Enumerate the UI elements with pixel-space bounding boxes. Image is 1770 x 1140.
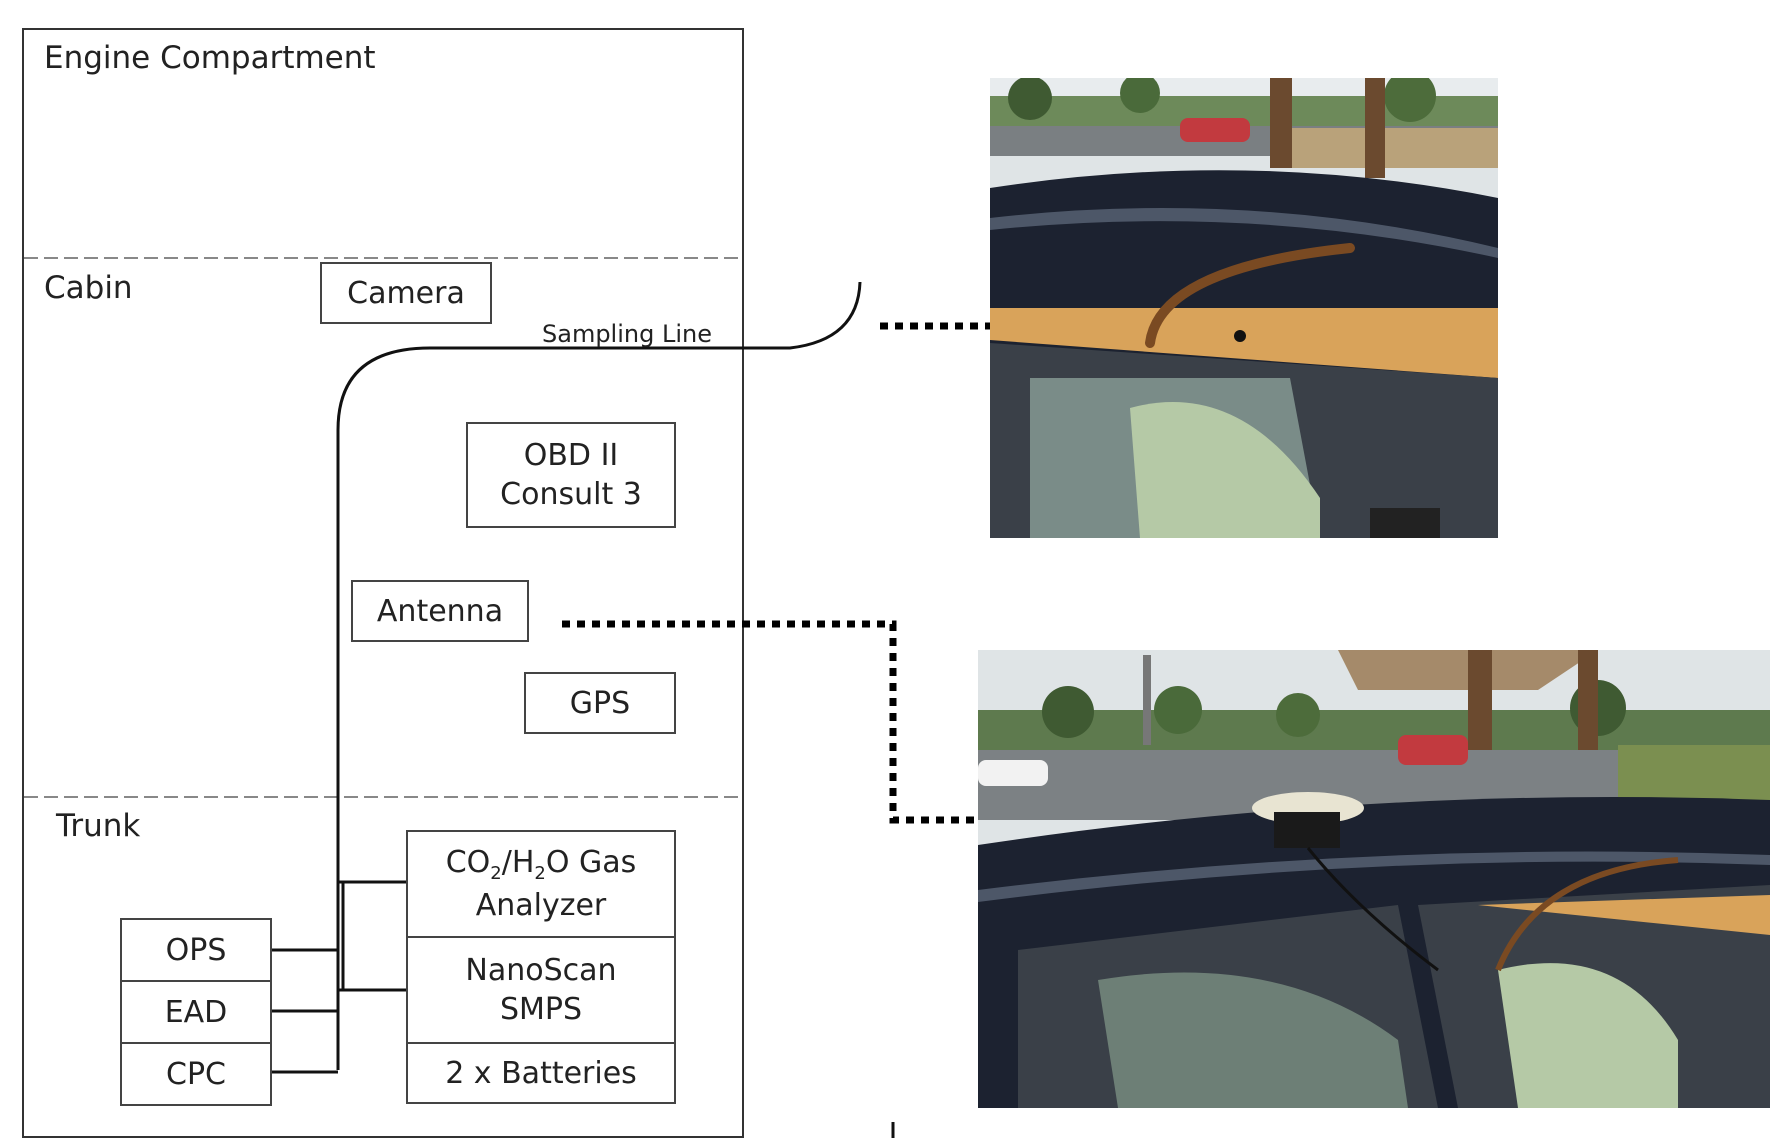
nanoscan-label-line1: NanoScan [465, 953, 617, 988]
sampling-line-label: Sampling Line [542, 320, 712, 348]
batteries-box: 2 x Batteries [406, 1042, 676, 1104]
cpc-box: CPC [120, 1042, 272, 1106]
obd-box: OBD II Consult 3 [466, 422, 676, 528]
gps-box: GPS [524, 672, 676, 734]
gas-analyzer-label-line1: CO2/H2O Gas [445, 845, 637, 885]
cpc-label: CPC [166, 1056, 226, 1092]
sampling-line [336, 281, 862, 1070]
camera-box: Camera [320, 262, 492, 324]
ead-box: EAD [120, 980, 272, 1044]
gps-label: GPS [569, 685, 631, 721]
antenna-dotted-arrow [562, 620, 1210, 824]
nanoscan-box: NanoScan SMPS [406, 936, 676, 1044]
ops-label: OPS [165, 932, 227, 968]
ead-label: EAD [164, 994, 228, 1030]
nanoscan-label-line2: SMPS [499, 992, 583, 1027]
ops-box: OPS [120, 918, 272, 982]
antenna-photo [978, 650, 1770, 1108]
antenna-label: Antenna [376, 593, 504, 629]
trunk-label: Trunk [56, 808, 141, 844]
gas-analyzer-box: CO2/H2O Gas Analyzer [406, 830, 676, 938]
obd-label-line1: OBD II [523, 438, 619, 473]
vehicle-diagram-frame [22, 28, 744, 1138]
engine-compartment-label: Engine Compartment [44, 40, 376, 76]
obd-label-line2: Consult 3 [500, 477, 642, 512]
sampling-line-photo [990, 78, 1498, 538]
batteries-label: 2 x Batteries [445, 1055, 637, 1091]
gas-analyzer-label-line2: Analyzer [475, 887, 607, 923]
antenna-box: Antenna [351, 580, 529, 642]
cabin-label: Cabin [44, 270, 133, 306]
camera-label: Camera [347, 275, 465, 311]
